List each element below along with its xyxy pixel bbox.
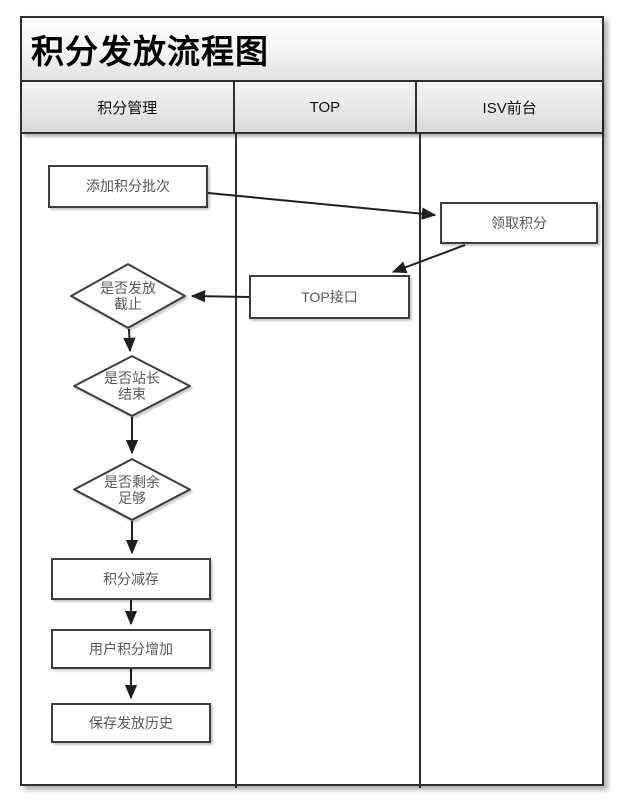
lane-header-row: 积分管理 TOP ISV前台 — [22, 82, 602, 134]
lane-divider-2 — [419, 134, 421, 788]
diamond-shape-icon — [73, 458, 191, 521]
node-save-history: 保存发放历史 — [51, 703, 211, 743]
decision-remaining-enough: 是否剩余 足够 — [73, 458, 191, 521]
decision-label: 是否发放 截止 — [100, 280, 156, 312]
decision-master-end: 是否站长 结束 — [73, 355, 191, 417]
node-deduct-points: 积分减存 — [51, 558, 211, 600]
page-title: 积分发放流程图 — [31, 33, 269, 70]
diamond-shape-icon — [73, 355, 191, 417]
lane-header-isv-front: ISV前台 — [417, 82, 602, 132]
diamond-shape-icon — [70, 263, 186, 329]
decision-distribution-deadline: 是否发放 截止 — [70, 263, 186, 329]
decision-label: 是否站长 结束 — [104, 370, 160, 402]
node-receive-points: 领取积分 — [440, 202, 598, 244]
node-add-points-batch: 添加积分批次 — [48, 165, 208, 208]
node-increase-user-points: 用户积分增加 — [51, 629, 211, 669]
flowchart-frame: 积分发放流程图 积分管理 TOP ISV前台 — [20, 16, 604, 788]
node-top-api: TOP接口 — [249, 275, 410, 319]
lane-header-points-management: 积分管理 — [22, 82, 235, 132]
lane-divider-1 — [235, 134, 237, 788]
title-bar: 积分发放流程图 — [22, 18, 602, 82]
decision-label: 是否剩余 足够 — [104, 473, 160, 506]
lane-header-top: TOP — [234, 82, 418, 132]
